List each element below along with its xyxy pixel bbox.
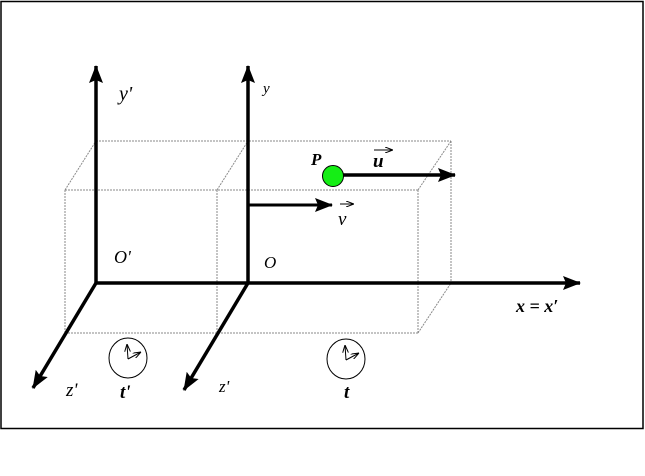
origin-o-label: O	[264, 253, 276, 272]
particle-velocity-label: u	[373, 151, 384, 172]
clock-t-prime-label: t'	[120, 382, 131, 403]
clock-t-prime-icon	[108, 337, 148, 379]
axes	[31, 65, 581, 391]
z-prime-axis-left	[31, 282, 98, 389]
figure-border	[0, 0, 644, 430]
z-prime-label-right: z'	[218, 377, 230, 396]
wireframe-box	[64, 140, 452, 334]
clock-t-icon	[326, 338, 366, 380]
x-axis-label: x = x′	[515, 296, 558, 316]
box-depth-edge-top-right	[417, 140, 452, 191]
origin-o-prime-label: O'	[114, 247, 132, 267]
y-prime-label: y'	[117, 83, 133, 105]
particle-p-label: P	[310, 150, 322, 169]
box-depth-edge-bottom-right	[417, 282, 452, 334]
y-label: y	[261, 81, 270, 97]
z-prime-label-left: z'	[65, 380, 78, 401]
particle-p	[322, 165, 344, 187]
box-depth-edge-top-mid	[216, 140, 249, 191]
z-prime-axis-right	[182, 282, 250, 391]
box-depth-edge-top-left	[64, 140, 97, 191]
clock-t-label: t	[344, 382, 350, 403]
frame-velocity-label: v	[338, 209, 347, 230]
